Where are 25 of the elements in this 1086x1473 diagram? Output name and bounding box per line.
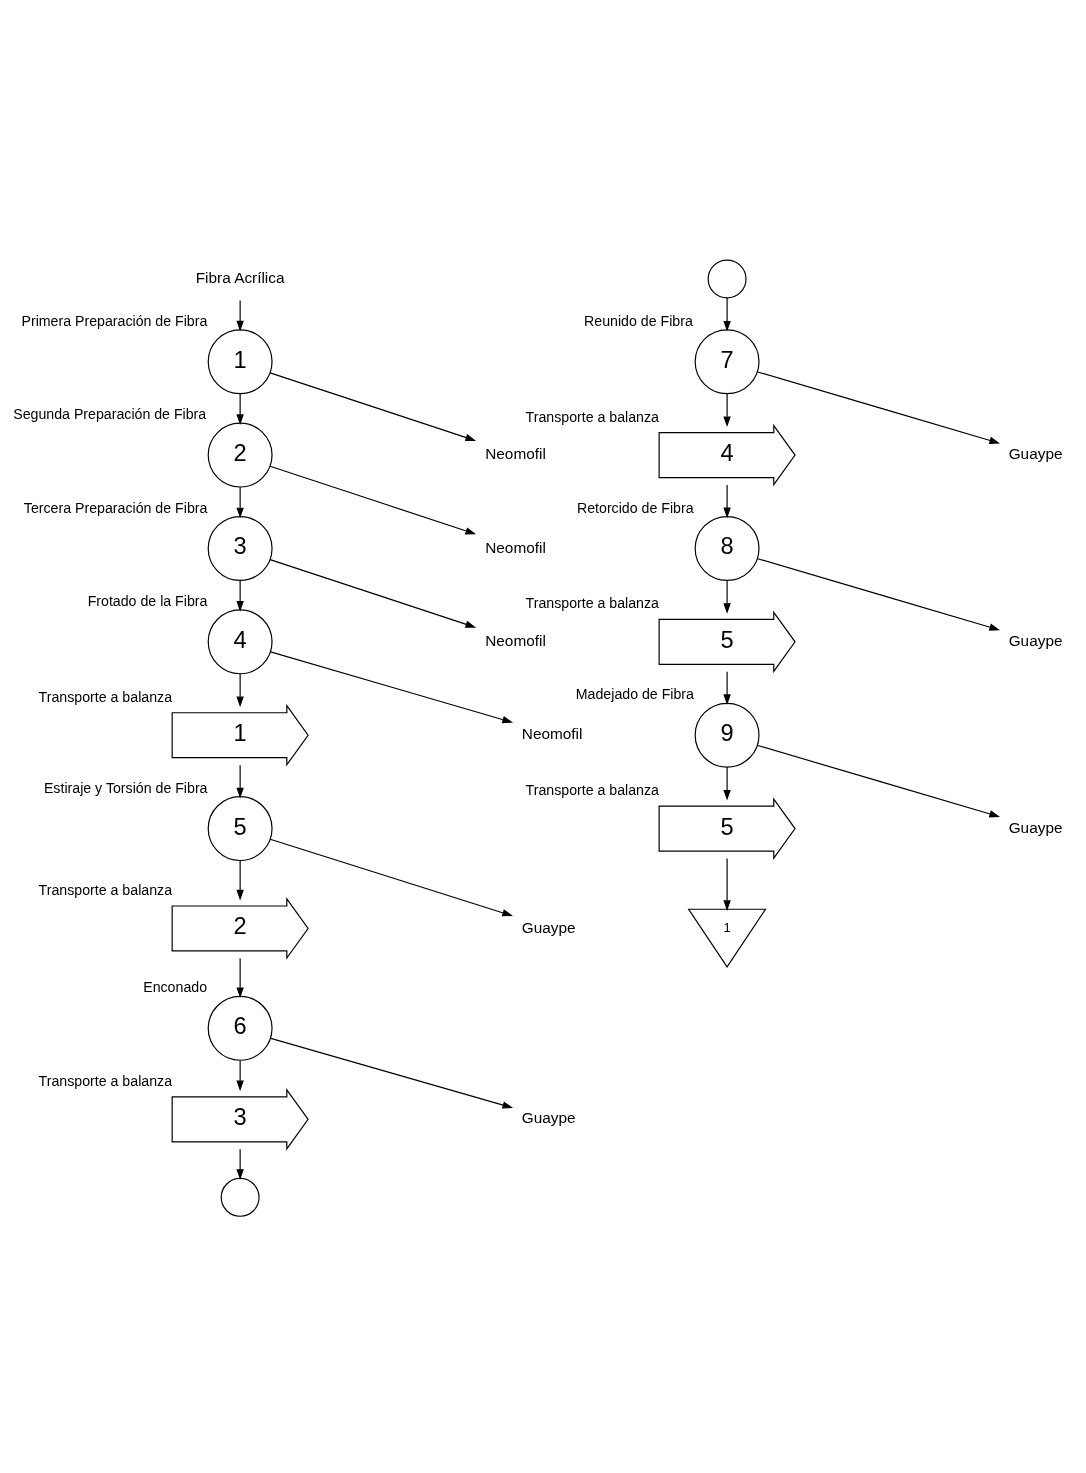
node-label: Segunda Preparación de Fibra [13, 405, 207, 422]
node-label: Tercera Preparación de Fibra [23, 499, 208, 516]
node-label: Transporte a balanza [525, 594, 659, 611]
node-label: Madejado de Fibra [575, 685, 694, 702]
node-label: Reunido de Fibra [584, 312, 693, 329]
node-text: Neomofil [485, 538, 546, 555]
node-label: Frotado de la Fibra [87, 592, 208, 609]
node-label: Primera Preparación de Fibra [21, 312, 208, 329]
node-text: Guaype [521, 917, 576, 935]
node-label: Transporte a balanza [525, 781, 659, 798]
node-text: Guaype [1008, 631, 1063, 649]
node-text: Guaype [1008, 444, 1063, 462]
node-label: Transporte a balanza [38, 688, 173, 705]
node-text: Neomofil [521, 724, 583, 742]
node-label: Estiraje y Torsión de Fibra [43, 779, 208, 796]
node-text: Fibra Acrílica [195, 268, 285, 286]
node-text: Neomofil [485, 444, 546, 462]
node-label: Transporte a balanza [38, 881, 173, 898]
node-label: Transporte a balanza [525, 408, 659, 425]
node-label: Transporte a balanza [38, 1072, 173, 1089]
node-text: Neomofil [485, 631, 546, 649]
node-label: Retorcido de Fibra [576, 499, 694, 516]
node-text: Guaype [1008, 818, 1063, 836]
node-text: Guaype [521, 1108, 576, 1126]
node-label: Enconado [143, 978, 208, 995]
